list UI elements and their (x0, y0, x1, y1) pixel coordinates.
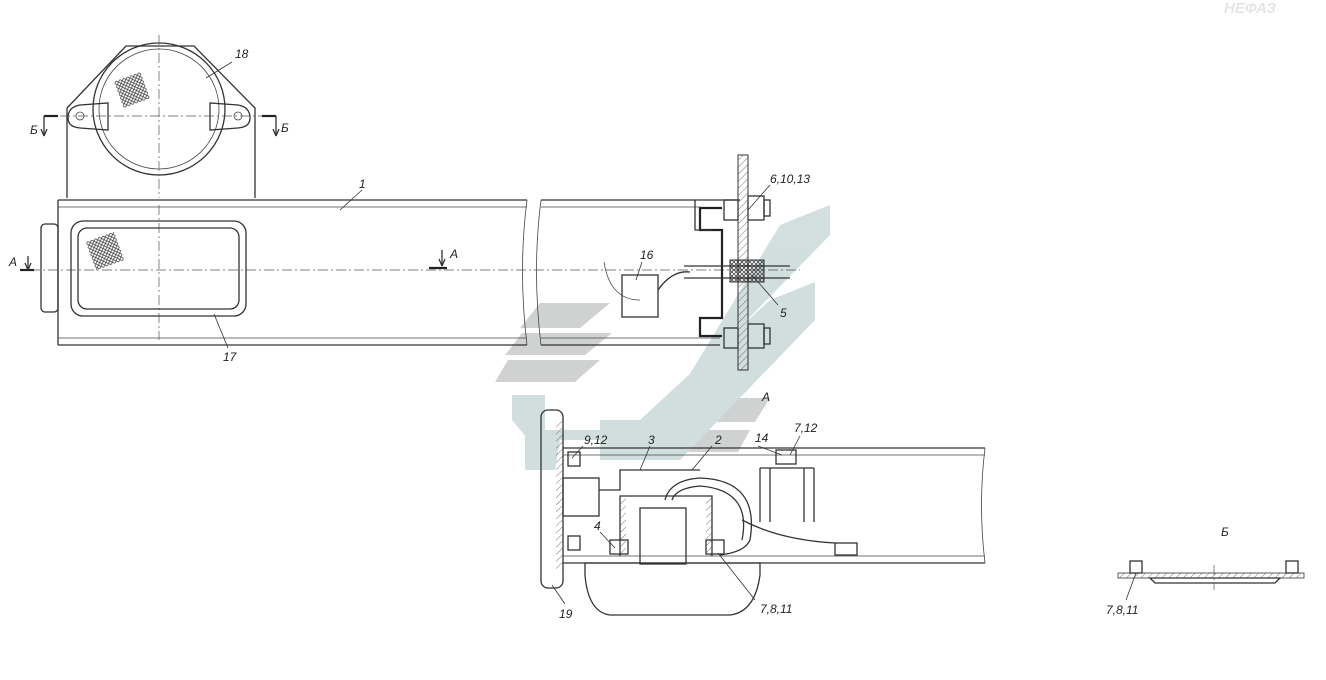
section-mark-b-right: Б (281, 121, 289, 135)
callout-labels: 18 1 6,10,13 16 5 17 9,12 3 2 14 7,12 4 … (8, 47, 1229, 621)
label-5: 5 (780, 306, 787, 320)
label-14: 14 (755, 431, 769, 445)
label-3: 3 (648, 433, 655, 447)
beam-end-mount (603, 154, 790, 371)
section-mark-b-left: Б (30, 123, 38, 137)
logo-watermark (495, 205, 830, 470)
detail-section-a (540, 409, 986, 616)
label-7-8-11: 7,8,11 (760, 602, 792, 616)
detail-view-b (1117, 560, 1305, 590)
label-4: 4 (594, 519, 601, 533)
label-6-10-13: 6,10,13 (770, 172, 810, 186)
label-9-12: 9,12 (584, 433, 608, 447)
section-mark-a-left: А (8, 255, 17, 269)
main-beam-1 (30, 199, 800, 346)
view-title-b: Б (1221, 525, 1229, 539)
watermark-text: НЕФАЗ (1224, 0, 1276, 17)
label-1: 1 (359, 177, 366, 191)
leader-lines (205, 61, 1137, 605)
label-16: 16 (640, 248, 654, 262)
label-19: 19 (559, 607, 573, 621)
label-2: 2 (714, 433, 722, 447)
label-18: 18 (235, 47, 249, 61)
section-marks-a (20, 250, 447, 272)
lamp-bracket-18 (60, 35, 262, 198)
side-lamp-17 (70, 220, 247, 317)
section-marks-b (40, 114, 280, 137)
label-7-12: 7,12 (794, 421, 818, 435)
label-17: 17 (223, 350, 238, 364)
section-mark-a-center: А (449, 247, 458, 261)
label-7-8-11-view-b: 7,8,11 (1106, 603, 1138, 617)
view-title-a: А (761, 390, 770, 404)
